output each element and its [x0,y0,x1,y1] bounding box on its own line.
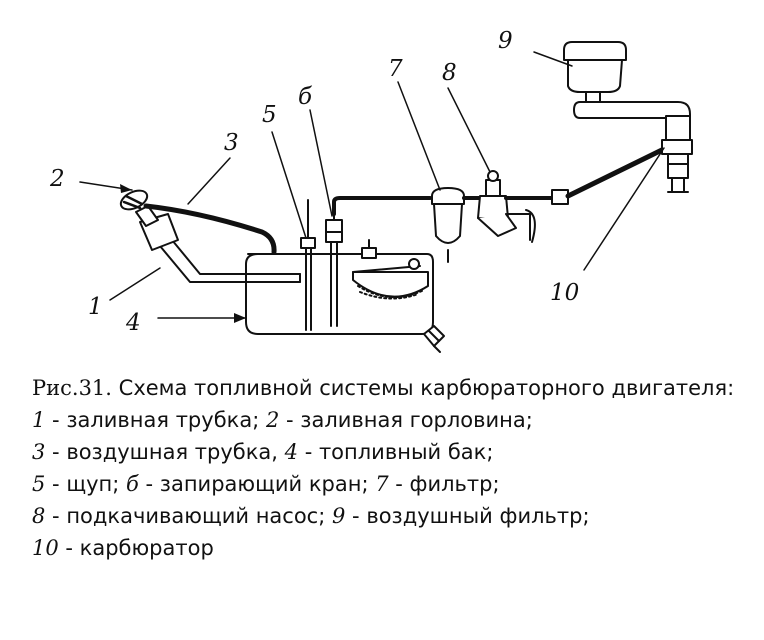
legend-text: запирающий кран [159,472,362,496]
legend-num: 5 [32,472,46,496]
legend-text: воздушная трубка [66,440,272,464]
legend-text: воздушный фильтр [366,504,583,528]
filler-neck [119,189,179,251]
air-filter [563,41,627,103]
legend-num: 10 [32,536,59,560]
caption-line-2: 1 - заливная трубка; 2 - заливная горлов… [32,408,533,432]
air-tube [143,203,277,255]
legend-text: заливная трубка [66,408,253,432]
fuel-system-diagram: 2 3 5 б 7 8 9 1 4 10 [49,28,693,353]
label-10: 10 [550,280,579,306]
fuel-tank [245,253,434,335]
fuel-level-float [352,239,429,300]
caption-line-5: 8 - подкачивающий насос; 9 - воздушный ф… [32,504,590,528]
label-5: 5 [262,102,277,128]
legend-text: фильтр [409,472,493,496]
label-9: 9 [498,28,513,54]
fuel-filter [431,187,465,263]
legend-text: карбюратор [79,536,214,560]
intake-duct [573,101,691,125]
caption-line-3: 3 - воздушная трубка, 4 - топливный бак; [32,440,494,464]
carburetor [661,115,693,193]
shutoff-valve [325,213,343,327]
legend-num: 9 [332,504,346,528]
legend-text: щуп [66,472,113,496]
caption-line-4: 5 - щуп; б - запирающий кран; 7 - фильтр… [32,472,500,496]
label-4: 4 [125,310,141,336]
caption-title: Схема топливной системы карбюраторного д… [118,376,735,400]
filler-tube [159,239,301,283]
figure-caption: Рис.31. Схема топливной системы карбюрат… [32,372,744,564]
fuel-pump [477,170,536,243]
legend-num: 1 [32,408,46,432]
label-1: 1 [88,294,103,320]
caption-line-6: 10 - карбюратор [32,536,214,560]
legend-num: 3 [32,440,46,464]
legend-text: подкачивающий насос [66,504,319,528]
fuel-line [332,196,432,216]
label-8: 8 [442,60,457,86]
legend-num: б [126,472,139,496]
legend-num: 4 [284,440,299,464]
leader-lines [79,51,665,319]
dipstick [300,199,316,331]
pump-to-carb-line [565,143,673,199]
drain-plug [423,325,445,353]
legend-num: 2 [265,408,280,432]
figure-label: Рис.31. [32,376,112,400]
legend-text: заливная горловина [300,408,526,432]
caption-line-1: Рис.31. Схема топливной системы карбюрат… [32,372,744,404]
legend-num: 7 [375,472,389,496]
label-2: 2 [49,166,65,192]
legend-text: топливный бак [318,440,487,464]
legend-num: 8 [32,504,46,528]
label-7: 7 [388,56,403,82]
label-6: б [298,84,313,110]
label-3: 3 [224,130,239,156]
